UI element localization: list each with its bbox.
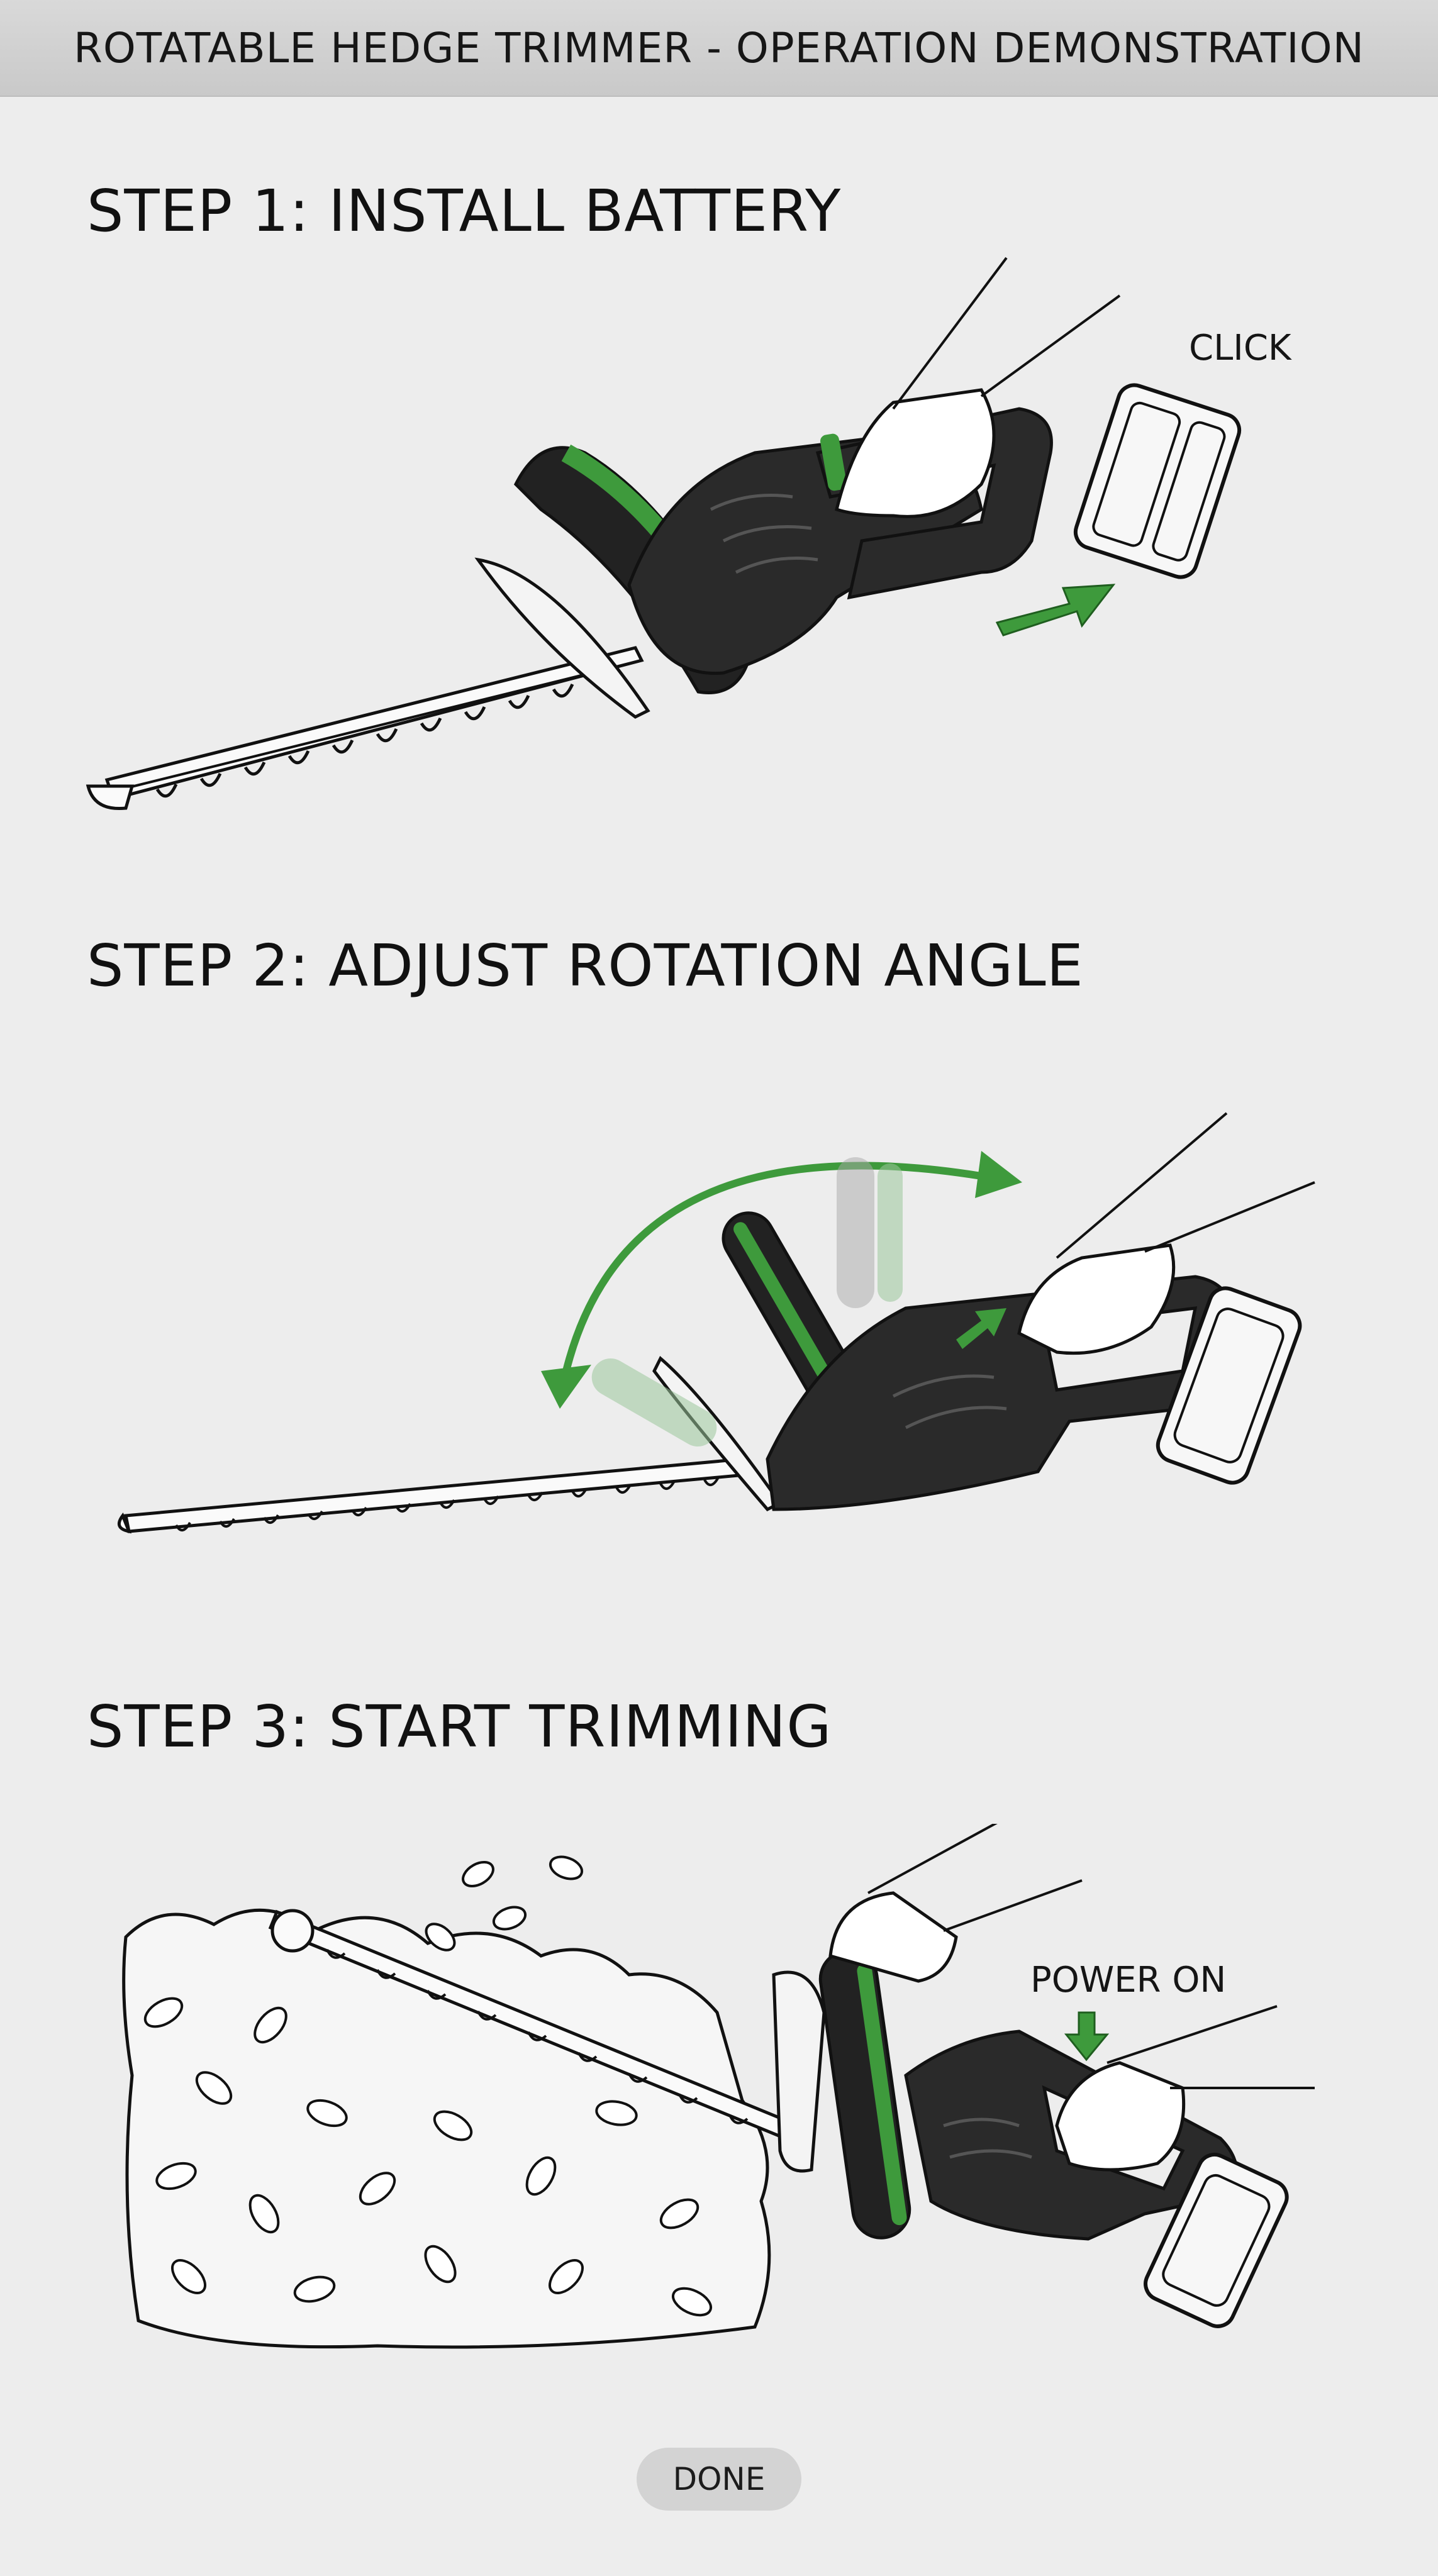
- step-2-heading: STEP 2: ADJUST ROTATION ANGLE: [87, 932, 1084, 999]
- hedge-trimmer-image: CLICK: [86, 257, 1292, 811]
- hedge-trimmer-image: POWER ON: [268, 1824, 1315, 2328]
- power-on-callout: POWER ON: [1030, 1960, 1226, 2001]
- step-3-heading: STEP 3: START TRIMMING: [87, 1693, 832, 1760]
- hedge-image: [122, 1855, 771, 2349]
- title-bar: ROTATABLE HEDGE TRIMMER - OPERATION DEMO…: [0, 0, 1438, 97]
- done-button[interactable]: DONE: [637, 2448, 801, 2511]
- hedge-trimmer-image: [117, 1112, 1315, 1534]
- step-3-illustration: POWER ON: [122, 1824, 1315, 2349]
- press-arrow-icon: [1064, 2011, 1110, 2062]
- click-callout: CLICK: [1189, 328, 1292, 369]
- step-1-heading: STEP 1: INSTALL BATTERY: [87, 177, 842, 245]
- page-title: ROTATABLE HEDGE TRIMMER - OPERATION DEMO…: [74, 23, 1364, 72]
- insert-arrow-icon: [995, 584, 1116, 636]
- step-1-illustration: CLICK: [86, 257, 1292, 811]
- step-2-illustration: [117, 1112, 1315, 1534]
